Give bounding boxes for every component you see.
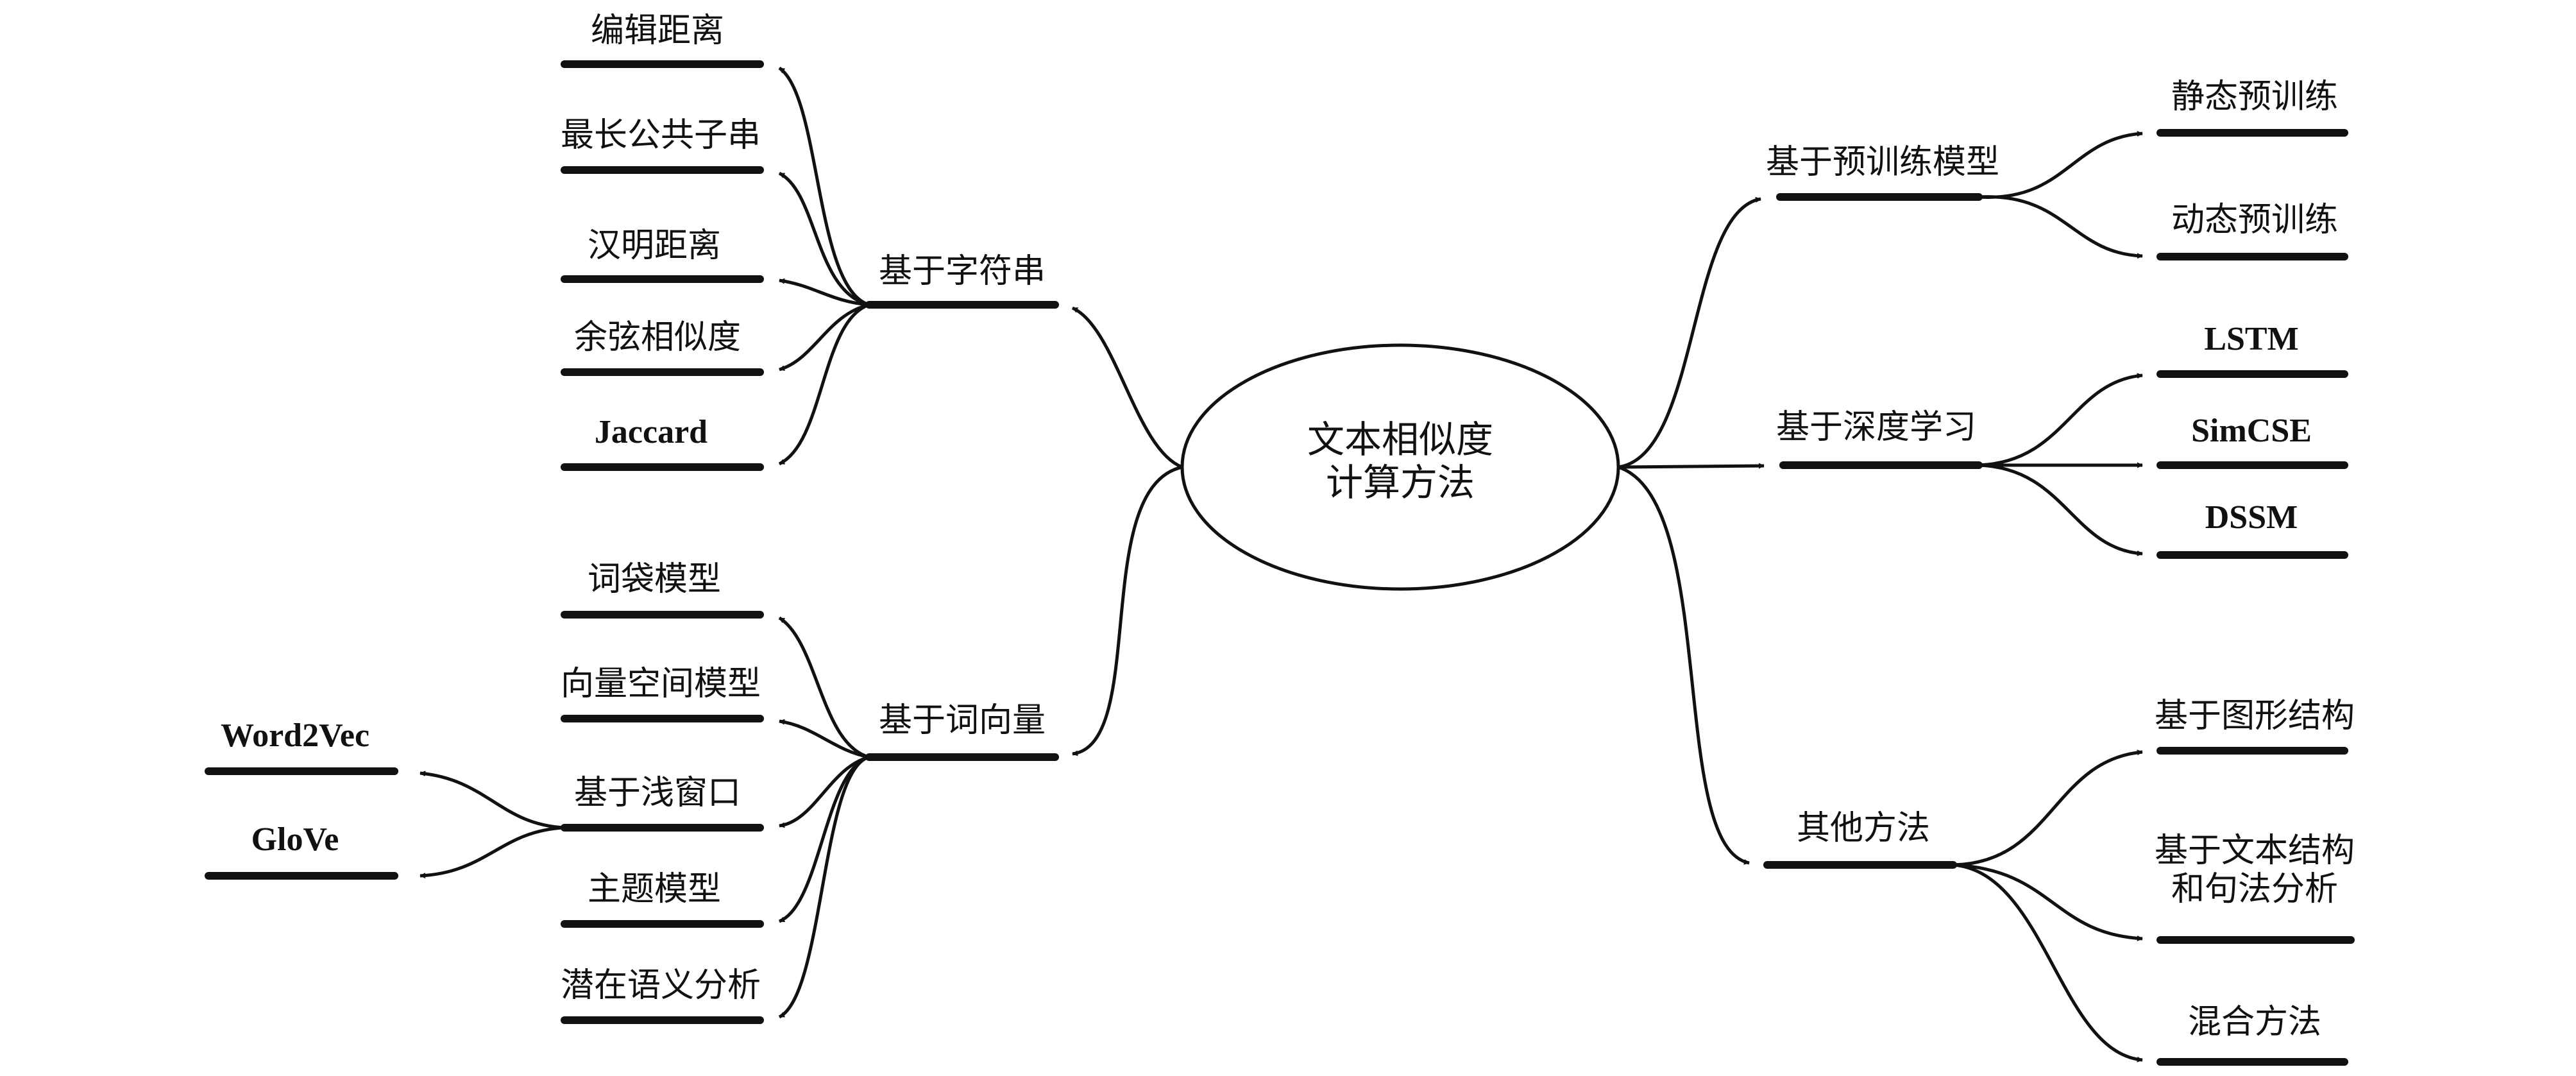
root-label-line2: 计算方法 xyxy=(1326,461,1475,504)
root-label-line1: 文本相似度 xyxy=(1307,418,1493,461)
edge-wordvec-leaf-2 xyxy=(779,719,870,759)
edge-root-to-pretrain xyxy=(1618,196,1761,469)
leaf-string-4: 余弦相似度 xyxy=(574,318,741,357)
subleaf-glove: GloVe xyxy=(251,821,339,858)
leaf-string-2: 最长公共子串 xyxy=(561,116,761,155)
branch-other: 其他方法 基于图形结构 基于文本结构 和句法分析 混合方法 xyxy=(1618,465,2355,1066)
branch-other-label: 其他方法 xyxy=(1797,809,1930,848)
branch-string: 基于字符串 编辑距离 最长公共子串 汉明距离 余弦相似度 Jaccard xyxy=(561,12,1183,471)
edge-pretrain-leaf-1 xyxy=(1978,131,2143,199)
edge-wordvec-leaf-4 xyxy=(778,755,870,923)
edge-wordvec-leaf-1 xyxy=(778,616,870,759)
edge-shallow-to-word2vec xyxy=(419,771,565,830)
edge-other-leaf-2 xyxy=(1953,863,2143,942)
edge-root-to-string xyxy=(1071,306,1183,469)
edge-deep-leaf-1 xyxy=(1978,373,2143,467)
leaf-wordvec-3: 基于浅窗口 xyxy=(574,774,741,812)
edge-string-leaf-2 xyxy=(778,171,870,307)
edge-root-to-deep xyxy=(1618,463,1765,469)
leaf-wordvec-2: 向量空间模型 xyxy=(561,665,761,703)
subleaf-word2vec: Word2Vec xyxy=(221,717,369,754)
branch-pretrain: 基于预训练模型 静态预训练 动态预训练 xyxy=(1618,78,2348,469)
edge-other-leaf-1 xyxy=(1953,749,2143,867)
leaf-wordvec-5: 潜在语义分析 xyxy=(561,966,761,1005)
edge-pretrain-leaf-2 xyxy=(1978,195,2143,259)
edge-string-leaf-4 xyxy=(779,303,870,371)
edge-string-leaf-3 xyxy=(779,278,870,307)
leaf-other-2b: 和句法分析 xyxy=(2171,870,2338,909)
edge-wordvec-leaf-5 xyxy=(778,755,870,1019)
branch-deep: 基于深度学习 LSTM SimCSE DSSM xyxy=(1618,321,2348,559)
leaf-other-3: 混合方法 xyxy=(2188,1003,2321,1041)
edge-string-leaf-1 xyxy=(778,66,870,307)
leaf-pretrain-2: 动态预训练 xyxy=(2171,201,2338,239)
edge-shallow-to-glove xyxy=(419,826,565,879)
leaf-other-1: 基于图形结构 xyxy=(2155,697,2355,735)
leaf-deep-1: LSTM xyxy=(2204,321,2298,357)
leaf-wordvec-4: 主题模型 xyxy=(588,870,721,909)
edge-deep-leaf-3 xyxy=(1978,463,2143,556)
leaf-pretrain-1: 静态预训练 xyxy=(2171,78,2338,116)
edge-root-to-wordvec xyxy=(1072,465,1183,756)
leaf-string-5: Jaccard xyxy=(595,414,708,450)
branch-wordvec: 基于词向量 词袋模型 向量空间模型 基于浅窗口 主题模型 潜在语义分析 Word… xyxy=(205,465,1183,1024)
leaf-deep-2: SimCSE xyxy=(2191,413,2312,449)
leaf-string-3: 汉明距离 xyxy=(588,226,721,265)
branch-pretrain-label: 基于预训练模型 xyxy=(1766,143,1999,182)
branch-deep-label: 基于深度学习 xyxy=(1776,408,1976,447)
edge-wordvec-leaf-3 xyxy=(779,755,870,828)
edge-other-leaf-3 xyxy=(1953,863,2143,1063)
leaf-wordvec-1: 词袋模型 xyxy=(588,560,721,599)
branch-string-label: 基于字符串 xyxy=(879,252,1046,291)
edge-string-leaf-5 xyxy=(778,303,870,466)
edge-root-to-other xyxy=(1618,465,1750,865)
leaf-other-2a: 基于文本结构 xyxy=(2155,832,2355,870)
leaf-string-1: 编辑距离 xyxy=(591,12,724,50)
leaf-deep-3: DSSM xyxy=(2205,499,2298,536)
branch-wordvec-label: 基于词向量 xyxy=(879,701,1046,740)
